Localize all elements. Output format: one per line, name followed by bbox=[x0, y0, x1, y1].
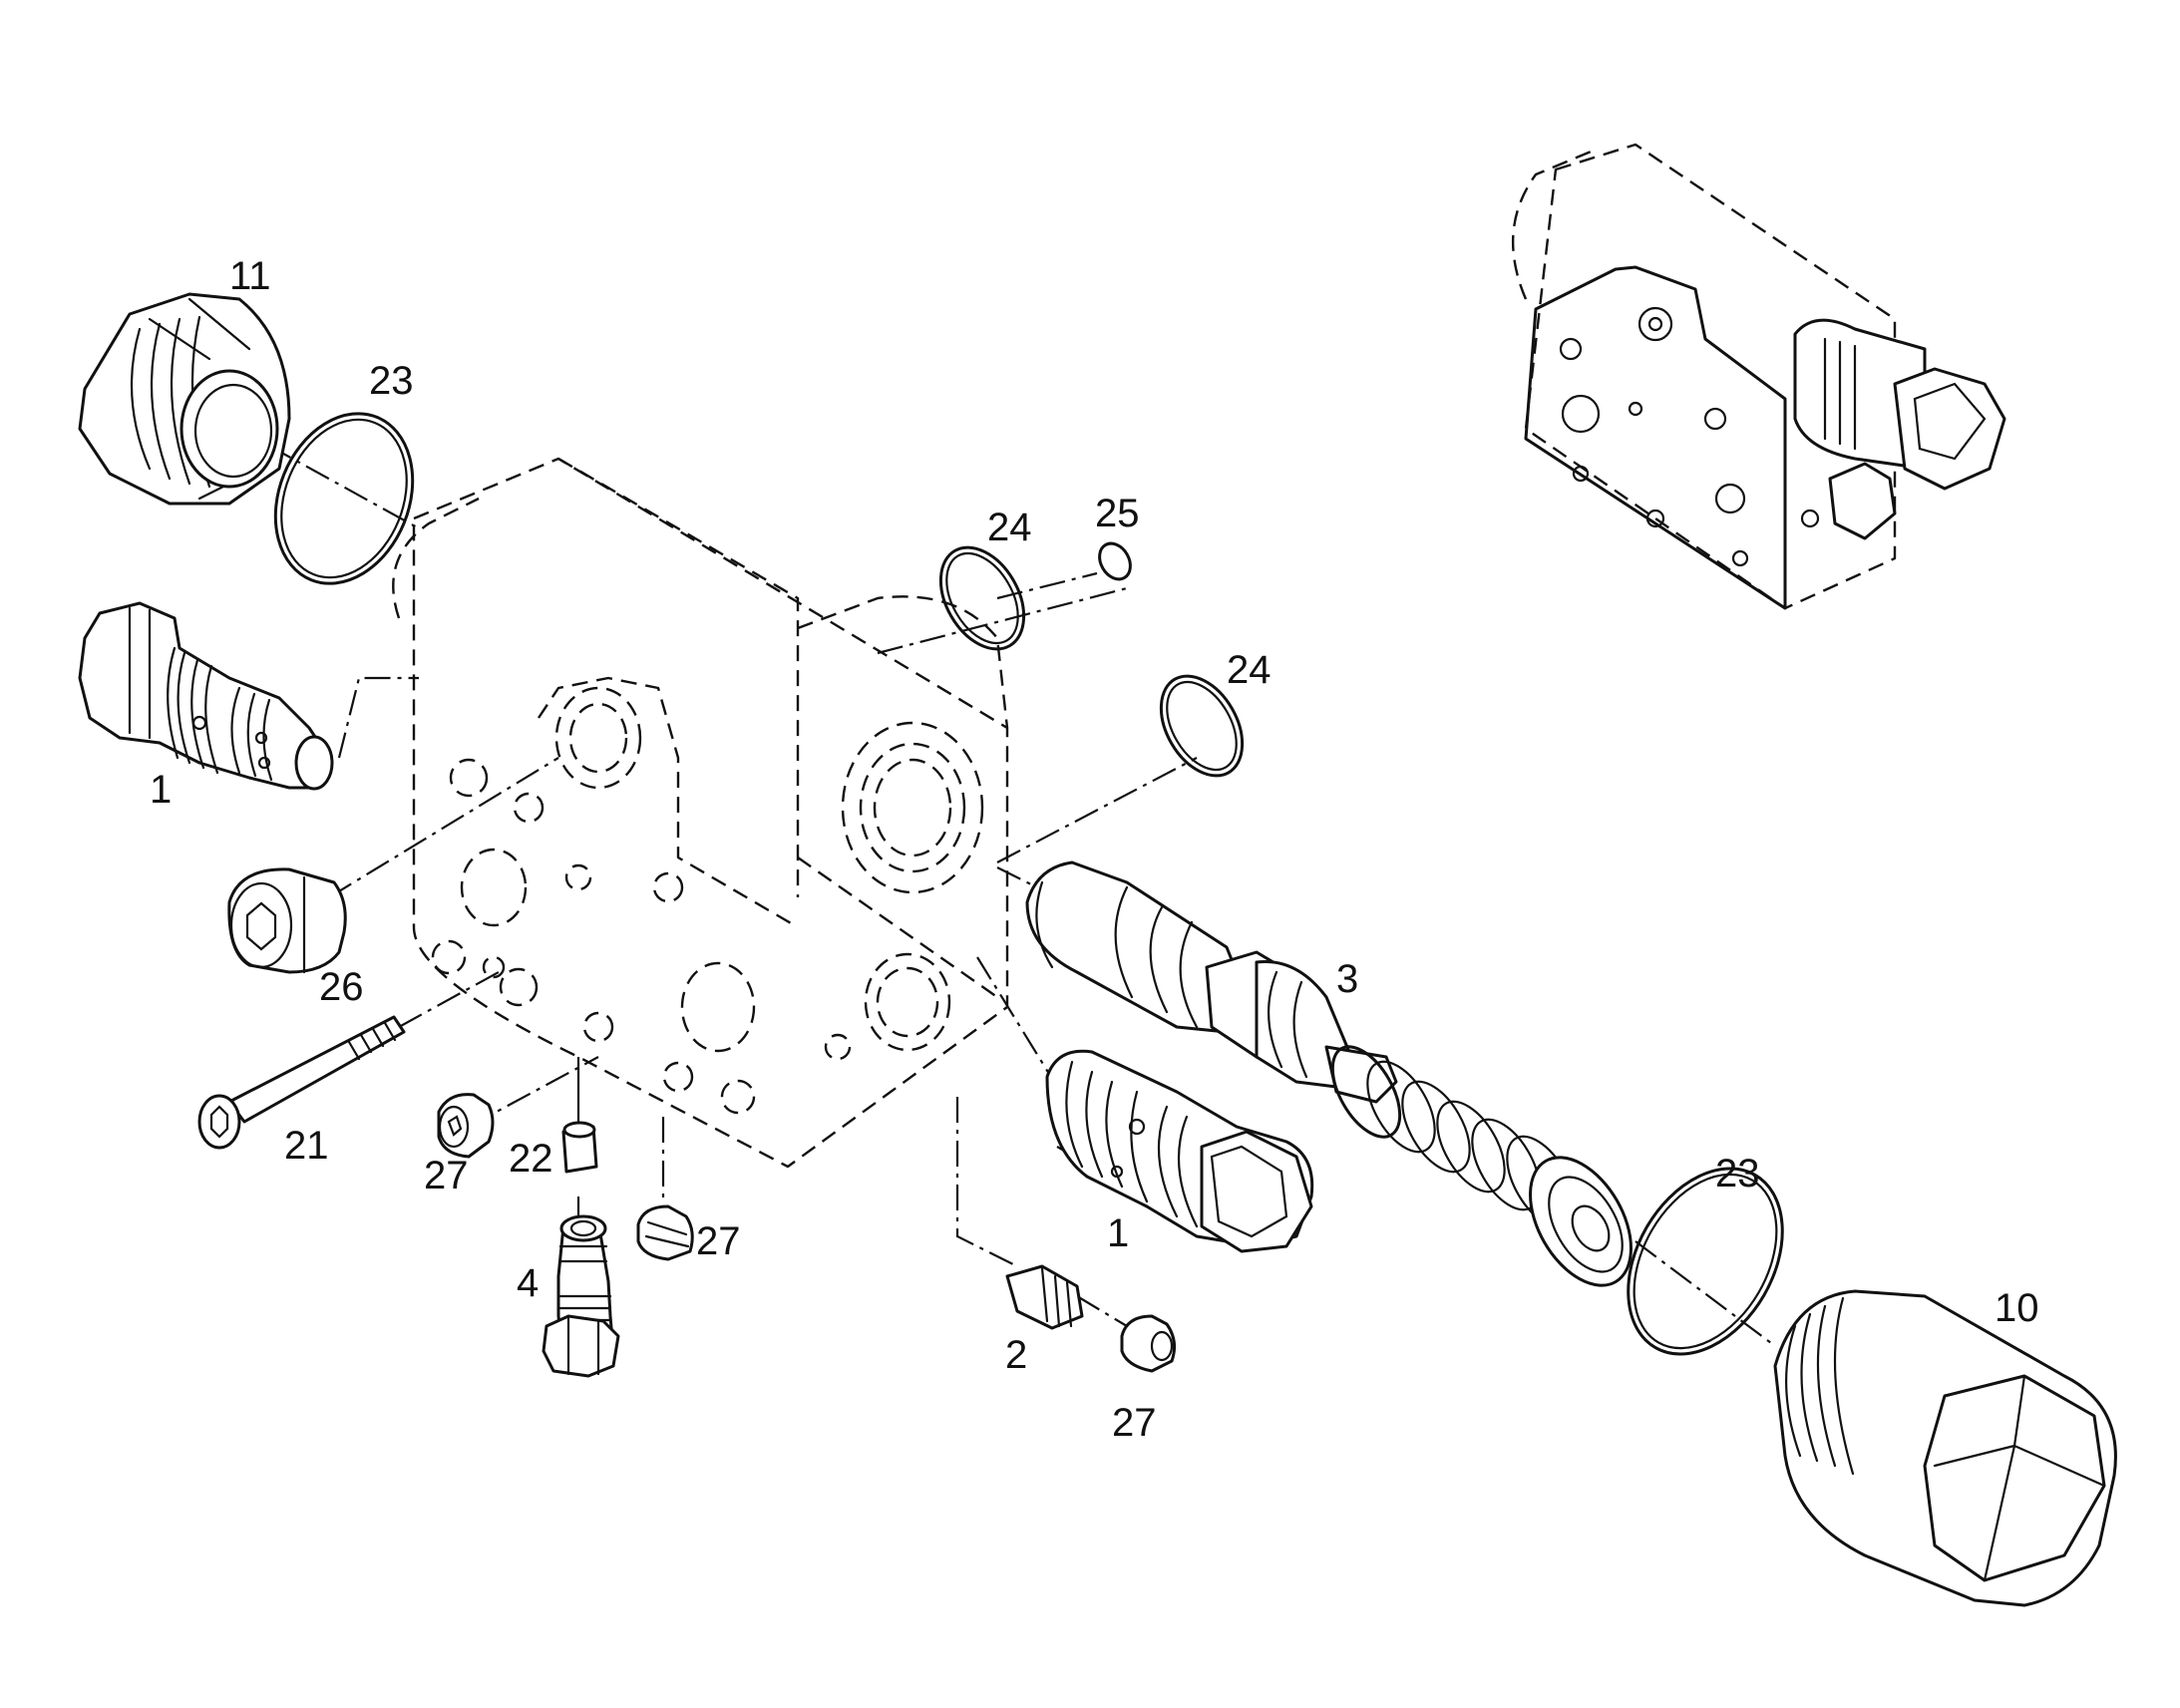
part-26-hex-plug bbox=[227, 867, 347, 974]
callout-4: 4 bbox=[517, 1261, 539, 1305]
callout-10: 10 bbox=[1995, 1286, 2039, 1330]
callout-26: 26 bbox=[319, 965, 364, 1009]
part-25-small-o-ring bbox=[1098, 541, 1132, 581]
part-4-check-valve bbox=[542, 1214, 620, 1378]
part-24-o-ring-lower bbox=[1159, 674, 1245, 778]
callout-1-lower: 1 bbox=[1107, 1211, 1129, 1255]
callout-2: 2 bbox=[1005, 1333, 1027, 1377]
part-10-end-cap bbox=[1773, 1289, 2117, 1607]
callout-27-a: 27 bbox=[424, 1154, 469, 1197]
part-2-orifice-pin bbox=[1005, 1264, 1084, 1330]
callout-21: 21 bbox=[284, 1124, 329, 1168]
callout-1-left: 1 bbox=[150, 768, 172, 812]
part-23-o-ring-lower bbox=[1627, 1167, 1784, 1356]
part-11-threaded-plug bbox=[78, 292, 291, 506]
part-21-cap-screw bbox=[197, 1015, 406, 1150]
callout-23-upper: 23 bbox=[369, 359, 414, 403]
callout-24-upper: 24 bbox=[987, 506, 1032, 549]
callout-24-lower: 24 bbox=[1227, 648, 1272, 692]
part-3-spool-assembly bbox=[1025, 860, 1633, 1287]
valve-housing bbox=[392, 457, 1009, 1169]
callout-22: 22 bbox=[509, 1137, 553, 1181]
part-27-plug-a bbox=[437, 1093, 495, 1159]
part-27-plug-b bbox=[636, 1204, 694, 1261]
callout-11: 11 bbox=[229, 254, 271, 298]
part-22-sleeve bbox=[561, 1121, 598, 1174]
callout-23-lower: 23 bbox=[1715, 1152, 1760, 1196]
callout-labels: 11 23 1 24 25 24 26 3 21 27 22 27 4 1 23… bbox=[150, 254, 2039, 1445]
part-27-plug-c bbox=[1120, 1314, 1177, 1373]
callout-25: 25 bbox=[1095, 492, 1140, 535]
part-24-o-ring-upper bbox=[938, 545, 1026, 651]
callout-27-c: 27 bbox=[1112, 1401, 1157, 1445]
callout-3: 3 bbox=[1336, 957, 1358, 1001]
callout-27-b: 27 bbox=[696, 1219, 741, 1263]
part-23-o-ring-upper bbox=[273, 412, 415, 585]
assembled-valve-block-inset bbox=[1511, 143, 2006, 610]
part-1-valve-cartridge-left bbox=[78, 601, 334, 791]
part-1-valve-cartridge-lower bbox=[1045, 1049, 1314, 1253]
